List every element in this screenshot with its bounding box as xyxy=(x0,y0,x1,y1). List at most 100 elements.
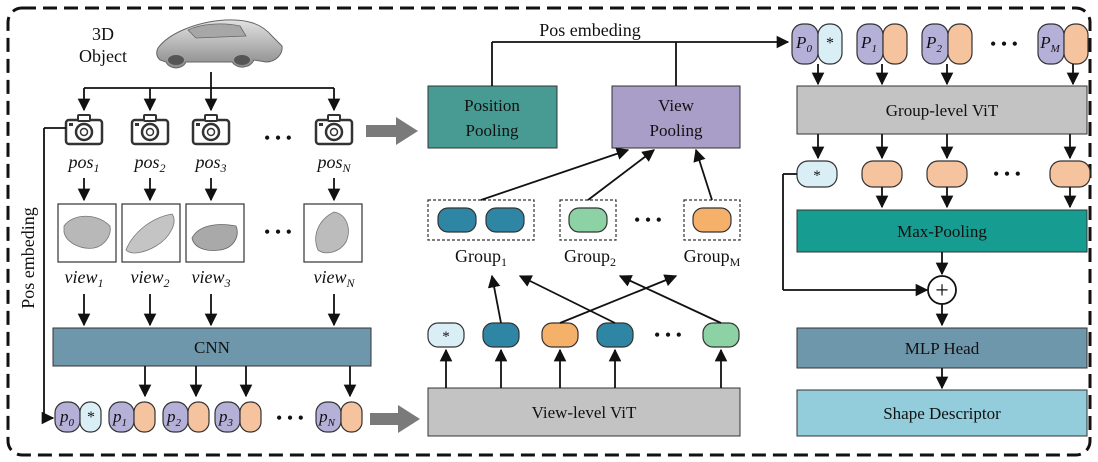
add-symbol: + xyxy=(935,278,949,304)
max-pooling-block xyxy=(796,209,1088,253)
svg-text:P0: P0 xyxy=(795,33,812,55)
group-1-label: Group1 xyxy=(455,246,507,269)
view-1-label: view1 xyxy=(65,267,104,290)
cameras-ellipsis: • • • xyxy=(264,128,292,148)
group-m-label: GroupM xyxy=(684,246,741,269)
group-1-box xyxy=(427,199,535,241)
bottom-token-p3: p3 xyxy=(214,401,262,433)
view-3-image xyxy=(185,203,245,263)
max-pooling-label: Max-Pooling xyxy=(897,222,987,241)
top-token-p0: P0 * xyxy=(791,23,843,65)
svg-text:*: * xyxy=(813,168,821,184)
tokens-to-groups-arrows xyxy=(487,274,722,324)
view-n-label: viewN xyxy=(313,267,355,290)
bottom-token-p2: p2 xyxy=(162,401,210,433)
svg-text:PM: PM xyxy=(1039,33,1060,55)
pos-to-view-arrows xyxy=(77,178,341,202)
middle-token-blue-2 xyxy=(596,322,634,348)
top-token-pm: PM xyxy=(1037,23,1089,65)
top-token-p2: P2 xyxy=(921,23,973,65)
view-2-image xyxy=(121,203,181,263)
svg-text:*: * xyxy=(87,409,95,426)
svg-text:*: * xyxy=(442,329,450,345)
view-level-vit-label: View-level ViT xyxy=(532,403,637,422)
camera-1-icon xyxy=(64,113,104,146)
camera-n-icon xyxy=(314,113,354,146)
bottom-token-p1: p1 xyxy=(108,401,156,433)
car-3d-object-icon xyxy=(156,19,283,69)
top-token-p1: P1 xyxy=(856,23,908,65)
view-vit-to-tokens-arrows xyxy=(439,348,728,388)
tokens-to-max-pooling-arrows xyxy=(875,187,1077,209)
pos-1-label: pos1 xyxy=(66,152,99,175)
svg-text:p2: p2 xyxy=(166,407,182,429)
position-pooling-label-line2: Pooling xyxy=(466,121,519,140)
group-vit-to-tokens-arrows xyxy=(811,134,1077,160)
mlp-head-block xyxy=(796,327,1088,369)
group-2-box xyxy=(559,199,617,241)
group-level-vit-block xyxy=(796,85,1088,135)
group-m-box xyxy=(683,199,741,241)
views-ellipsis: • • • xyxy=(264,222,292,242)
middle-tokens-ellipsis: • • • xyxy=(654,325,682,345)
right-token-2 xyxy=(926,160,968,188)
top-tokens-to-group-vit-arrows xyxy=(811,64,1080,86)
svg-text:P1: P1 xyxy=(860,33,877,55)
pos-n-label: posN xyxy=(315,152,351,175)
middle-token-blue-1 xyxy=(482,322,520,348)
middle-token-green xyxy=(702,322,740,348)
cnn-label: CNN xyxy=(194,338,230,357)
view-2-label: view2 xyxy=(131,267,170,290)
top-pos-embedding-label: Pos embeding xyxy=(539,20,641,40)
mlp-head-label: MLP Head xyxy=(905,339,980,358)
svg-text:p3: p3 xyxy=(218,407,234,429)
svg-text:3D: 3D xyxy=(92,24,114,44)
bottom-tokens-ellipsis: • • • xyxy=(276,408,304,428)
bottom-token-pn: pN xyxy=(315,401,363,433)
svg-text:pN: pN xyxy=(318,407,336,429)
svg-text:P2: P2 xyxy=(925,33,942,55)
group-level-vit-label: Group-level ViT xyxy=(886,101,999,120)
cnn-to-token-arrows xyxy=(138,366,357,398)
side-pos-embedding-arrow xyxy=(41,127,66,425)
middle-cls-token: * xyxy=(427,322,465,348)
view-to-cnn-arrows xyxy=(77,294,341,327)
fat-arrow-to-view-vit xyxy=(370,405,420,433)
top-pos-embedding-arrow xyxy=(491,35,790,86)
right-cls-token: * xyxy=(796,160,838,188)
right-token-1 xyxy=(861,160,903,188)
position-pooling-block xyxy=(427,85,558,149)
cnn-block xyxy=(52,327,372,367)
fat-arrow-to-position-pooling xyxy=(366,117,418,145)
view-1-image xyxy=(57,203,117,263)
view-3-label: view3 xyxy=(192,267,231,290)
right-token-m xyxy=(1049,160,1091,188)
camera-2-icon xyxy=(130,113,170,146)
view-level-vit-block xyxy=(427,387,741,437)
shape-descriptor-block xyxy=(796,389,1088,437)
cls-skip-connection-arrow xyxy=(782,173,929,297)
position-pooling-label-line1: Position xyxy=(464,96,520,115)
outer-dashed-frame xyxy=(6,6,1092,457)
bottom-token-p0: p0 * xyxy=(54,401,102,433)
shape-descriptor-label: Shape Descriptor xyxy=(883,404,1001,423)
view-pooling-label-line1: View xyxy=(658,96,695,115)
right-tokens-ellipsis: • • • xyxy=(993,164,1021,184)
group-2-label: Group2 xyxy=(564,246,616,269)
view-n-image xyxy=(303,203,363,263)
object-to-camera-arrows xyxy=(77,72,341,112)
pos-3-label: pos3 xyxy=(193,152,226,175)
middle-token-orange xyxy=(541,322,579,348)
groups-ellipsis: • • • xyxy=(634,210,662,230)
side-pos-embedding-label: Pos embeding xyxy=(18,207,38,309)
camera-3-icon xyxy=(191,113,231,146)
groups-to-view-pooling-arrows xyxy=(480,147,713,201)
pos-2-label: pos2 xyxy=(132,152,165,175)
top-tokens-ellipsis: • • • xyxy=(990,34,1018,54)
object-label: 3D Object xyxy=(79,24,127,66)
svg-text:p1: p1 xyxy=(112,407,127,429)
view-pooling-block xyxy=(611,85,741,149)
svg-text:Object: Object xyxy=(79,46,127,66)
view-pooling-label-line2: Pooling xyxy=(650,121,703,140)
